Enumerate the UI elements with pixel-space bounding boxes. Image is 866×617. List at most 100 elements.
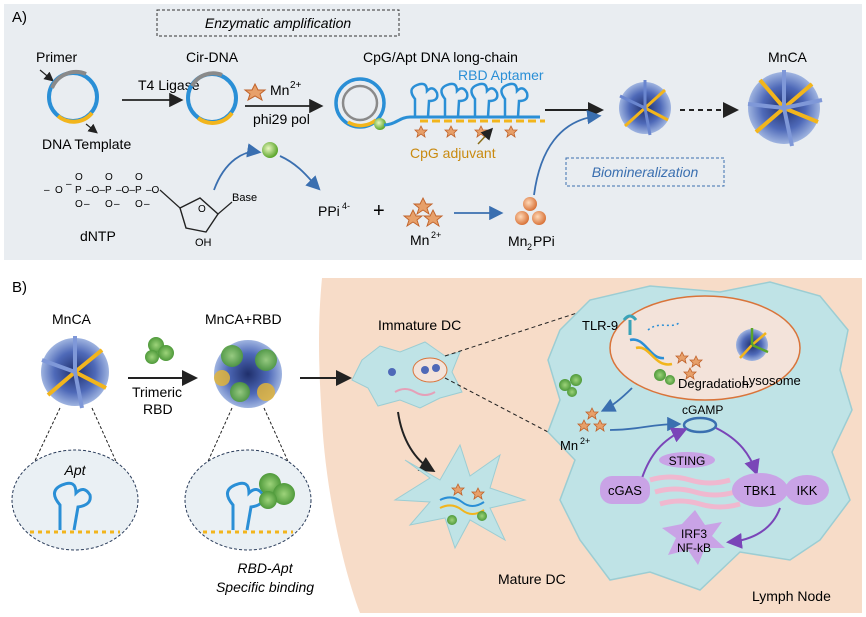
mn-cluster-icon [402, 196, 444, 228]
mn-charge: 2+ [290, 80, 302, 91]
rbd-apt-label-2: Specific binding [216, 579, 314, 595]
template-yellow-segment [56, 111, 94, 124]
rca-polymerase-icon [374, 118, 386, 130]
mature-dc-dna [439, 496, 485, 507]
irf3-label: IRF3 [681, 527, 707, 541]
mature-dc-mn-2-icon [471, 487, 485, 500]
cpg-adjuvant-label: CpG adjuvant [410, 145, 496, 161]
mn2-charge: 2+ [431, 230, 441, 240]
mn2ppi-label-b: PPi [533, 233, 555, 249]
cgamp-icon [682, 416, 718, 434]
rca-yellow-segment [347, 118, 378, 128]
apt-zoom-circle [11, 449, 139, 551]
long-chain-label: CpG/Apt DNA long-chain [363, 49, 518, 65]
apt-label: Apt [63, 462, 86, 478]
released-rbd-icon [559, 379, 571, 391]
lysosome-mn-stars [675, 351, 703, 380]
dc-particle-1-icon [421, 366, 429, 374]
mn2ppi-sub: 2 [527, 242, 532, 252]
mn-label: Mn [270, 82, 289, 98]
primer-label: Primer [36, 49, 78, 65]
immature-dc-label: Immature DC [378, 317, 461, 333]
svg-text:P: P [135, 185, 142, 196]
rbd-aptamer-label: RBD Aptamer [458, 67, 544, 83]
svg-text:–: – [44, 185, 50, 196]
ppi-label: PPi [318, 203, 340, 219]
polymerase-to-ppi-arrow [279, 155, 321, 191]
released-rbd-3-icon [567, 387, 577, 397]
lysosome-cpg [635, 346, 673, 366]
svg-text:O: O [55, 185, 63, 196]
trimeric-rbd-icon [145, 337, 174, 364]
panel-a-label: A) [12, 9, 27, 26]
mnca-large-particle-icon [747, 70, 823, 147]
lysosome-dna-fragment [647, 321, 681, 331]
lysosome-rbd-2-icon [665, 375, 675, 385]
enzymatic-box [156, 9, 400, 37]
primer-pointer [39, 69, 54, 82]
cgas-label: cGAS [608, 483, 642, 498]
cgas-to-cgamp-arrow [641, 427, 688, 479]
lysosome-rbd-icon [654, 369, 666, 381]
dntp-label: dNTP [80, 228, 116, 244]
cir-dna-yellow-segment [196, 111, 234, 125]
immature-dc-er [394, 388, 436, 396]
rbd-apt-label-1: RBD-Apt [237, 560, 293, 576]
maturation-arrow [397, 411, 436, 473]
dntp-bond [159, 189, 181, 209]
mnca-rbd-label: MnCA+RBD [205, 311, 282, 327]
aptamer-left-icon [53, 481, 92, 531]
sting-label: STING [669, 454, 706, 468]
released-rbd-2-icon [570, 374, 582, 386]
mn2-label: Mn [410, 232, 429, 248]
nfkb-label: NF-kB [677, 541, 711, 555]
mnca-label-b: MnCA [52, 311, 92, 327]
svg-text:O: O [105, 199, 113, 210]
dntp-structure: O– POO– –O– POO– –O– POO– –O – [44, 172, 160, 210]
svg-text:O: O [75, 199, 83, 210]
sting-er-icon [649, 452, 741, 510]
dc-particle-3-icon [388, 368, 396, 376]
tlr9-receptor-icon [622, 314, 638, 335]
cir-dna-primer [190, 71, 223, 88]
mature-dc-cell [393, 443, 527, 550]
mn2ppi-particles-icon [515, 197, 546, 225]
mature-dc-mn-icon [451, 483, 465, 496]
t4-ligase-label: T4 Ligase [138, 77, 200, 93]
rbd-label: RBD [143, 401, 173, 417]
svg-text:–O: –O [146, 185, 160, 196]
cgamp-to-tbk1-arrow [715, 427, 760, 476]
degradation-label: Degradation [678, 376, 749, 391]
tbk1-to-irf3-arrow [726, 507, 781, 549]
oh-label: OH [195, 237, 212, 249]
mn2ppi-label-a: Mn [508, 233, 527, 249]
biomineralization-label: Biomineralization [592, 164, 699, 180]
mature-dc-rbd-2-icon [477, 511, 487, 521]
dna-template-label: DNA Template [42, 136, 131, 152]
panel-b-label: B) [12, 279, 27, 296]
plus-sign: + [373, 200, 385, 222]
mnca-small-particle-icon [619, 80, 671, 136]
ikk-label: IKK [797, 483, 818, 498]
tbk1-label: TBK1 [744, 483, 777, 498]
mnca-b-particle-icon [41, 336, 109, 409]
tbk1-node [732, 473, 788, 507]
svg-text:–O–: –O– [86, 185, 105, 196]
template-pointer [85, 123, 98, 134]
biomineral-arrow [533, 109, 602, 196]
polymerase-ball-icon [262, 142, 278, 158]
mn-to-cgamp-arrow [609, 416, 682, 432]
dc-particle-2-icon [432, 364, 440, 372]
ppi-charge: 4- [342, 201, 350, 211]
cpg-pointer [477, 127, 494, 145]
base-label: Base [232, 192, 257, 204]
tlr9-label: TLR-9 [582, 318, 618, 333]
mature-dc-label: Mature DC [498, 571, 566, 587]
chain-mn-stars [414, 125, 518, 138]
cir-dna-label: Cir-DNA [186, 49, 239, 65]
svg-text:P: P [105, 185, 112, 196]
svg-text:O: O [105, 172, 113, 183]
mature-dc-rbd-icon [447, 515, 457, 525]
phi29-label: phi29 pol [253, 111, 310, 127]
